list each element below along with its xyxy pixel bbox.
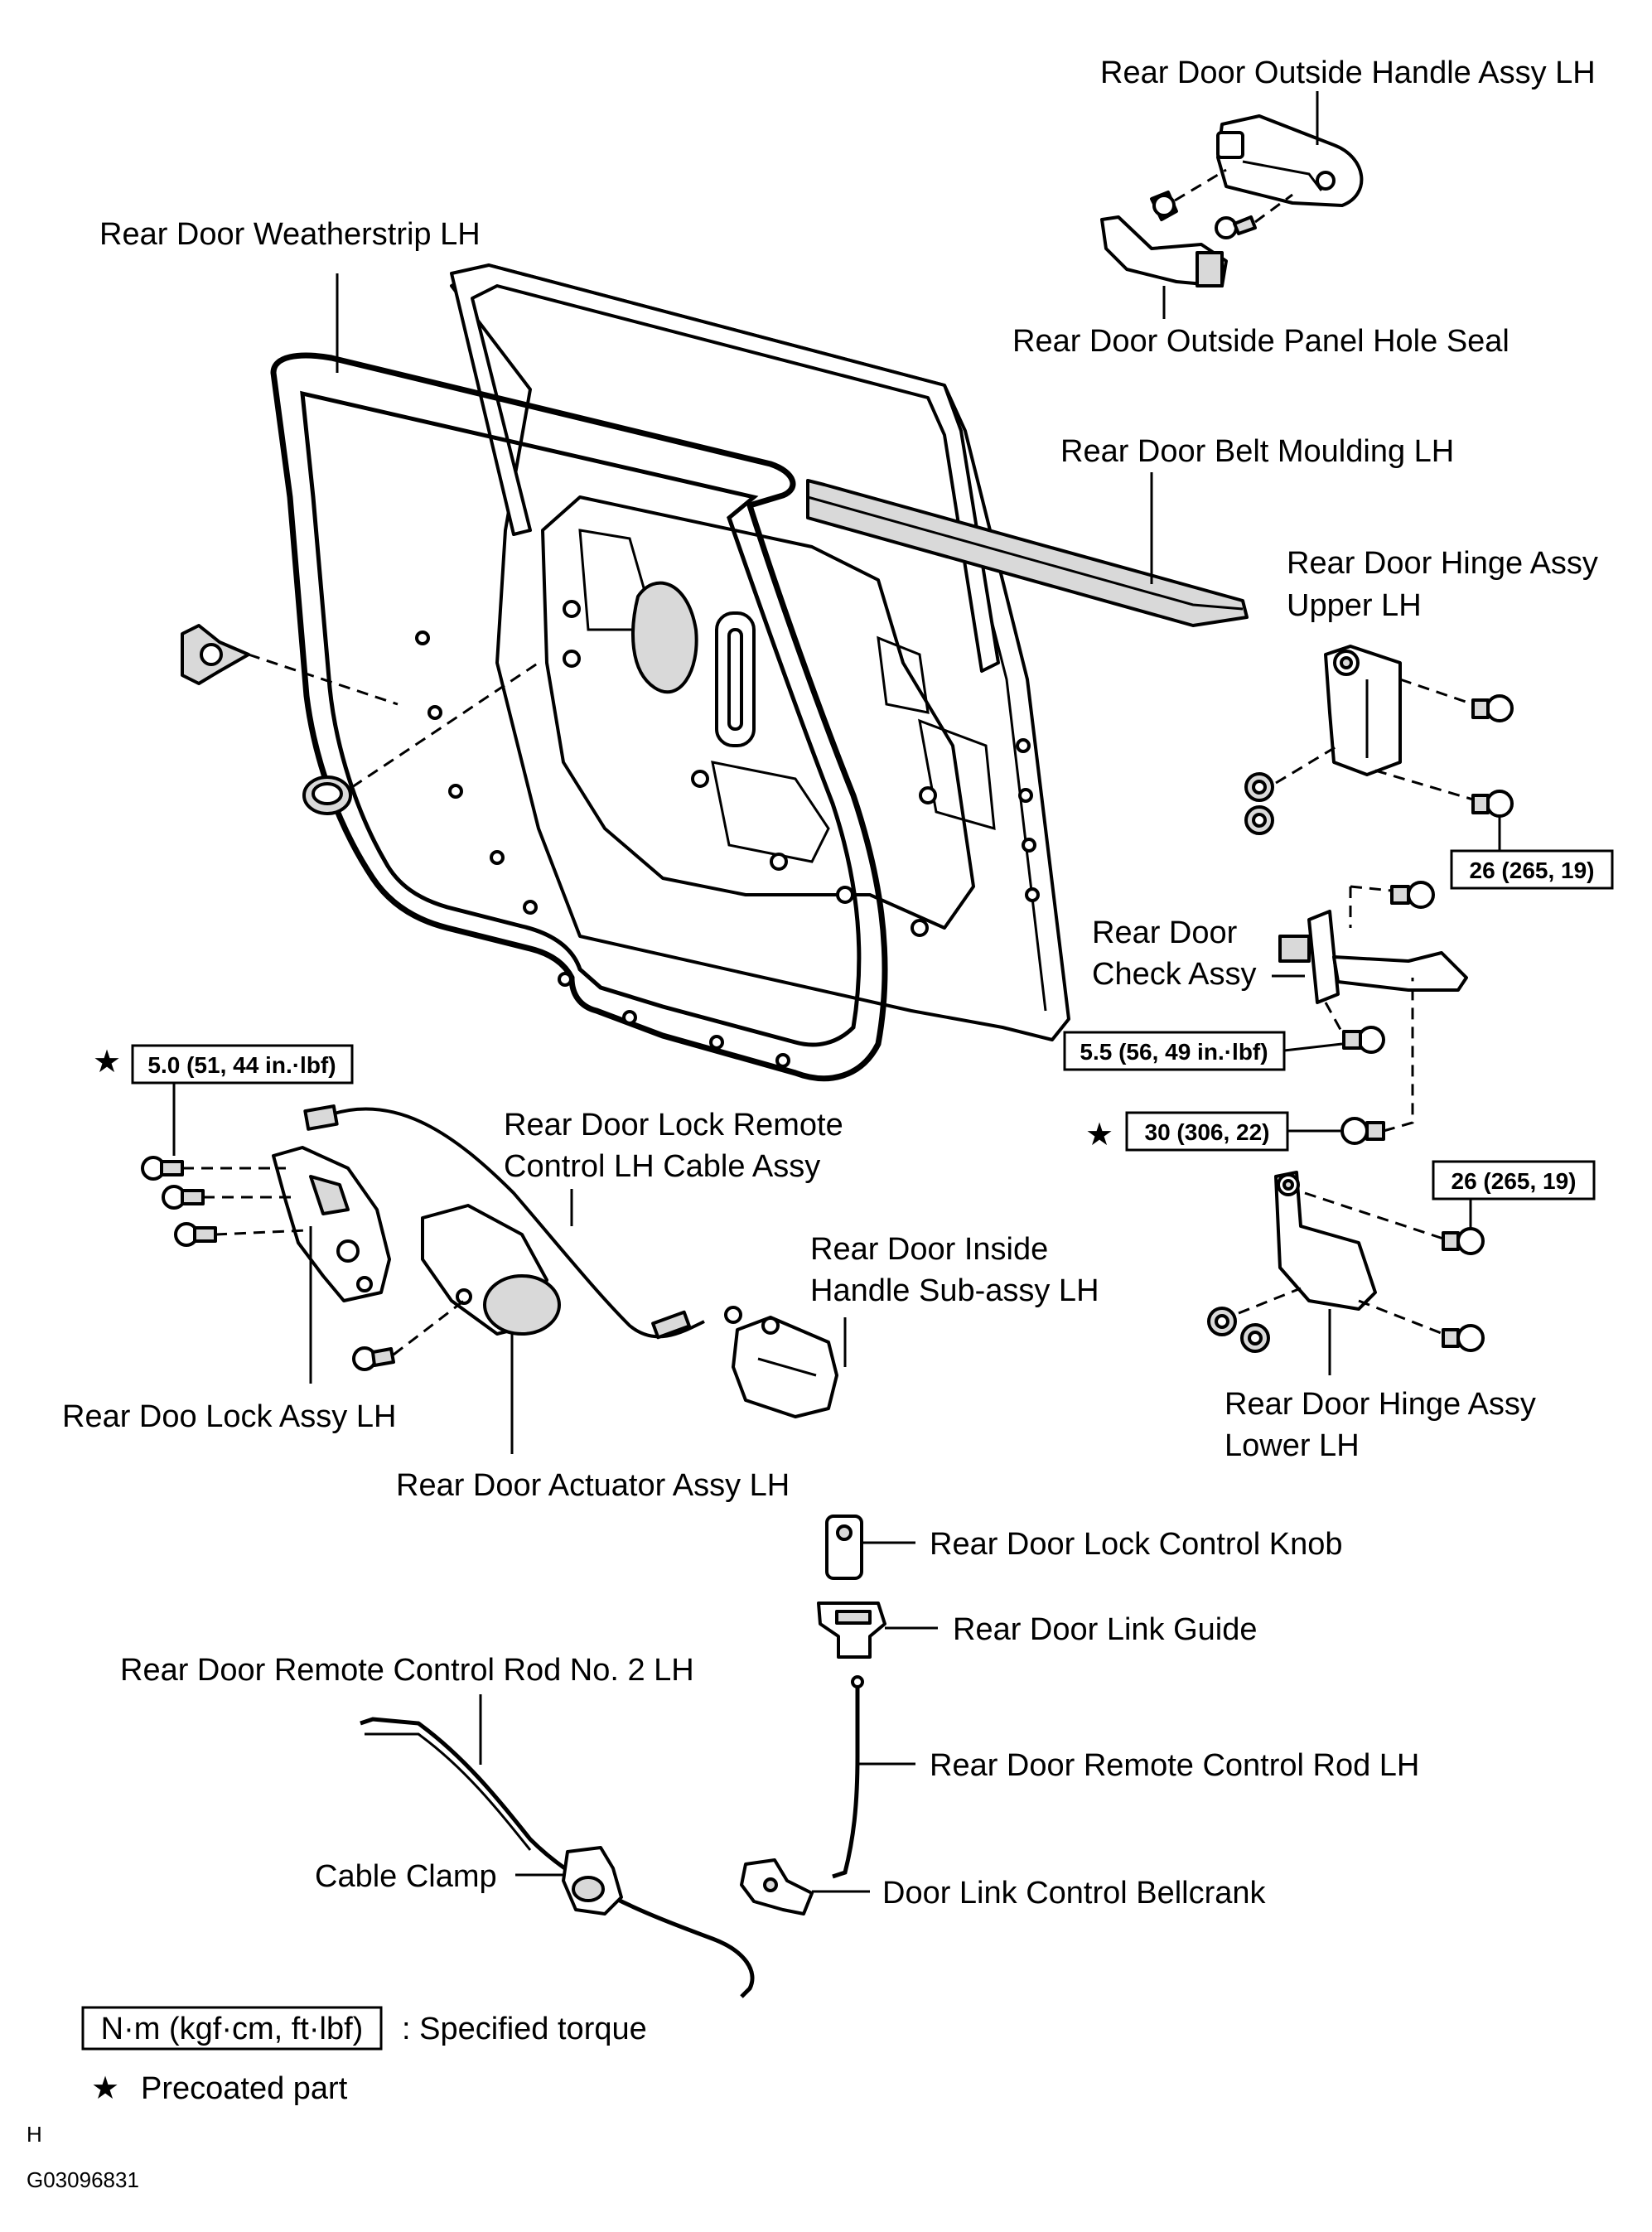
lock-knob-label: Rear Door Lock Control Knob — [930, 1527, 1342, 1562]
check-bolt-3-leader — [1383, 978, 1414, 1133]
lock-cable-label-1: Rear Door Lock Remote — [504, 1108, 843, 1143]
hinge-lower-label-2: Lower LH — [1225, 1428, 1360, 1463]
hinge-upper — [1324, 645, 1402, 776]
hole-plug — [302, 775, 352, 815]
lock-assy-label: Rear Doo Lock Assy LH — [62, 1399, 396, 1434]
door-panel — [450, 263, 1070, 1041]
footer-code: H — [27, 2122, 42, 2147]
handle-bolt-1-leader — [1174, 168, 1227, 202]
check-assy — [1278, 910, 1468, 1004]
check-bolt-1 — [1390, 881, 1435, 909]
legend-unit-box — [81, 2006, 383, 2051]
hinge-lower-nut-1 — [1207, 1307, 1237, 1336]
torque-box-check — [1063, 1031, 1286, 1071]
bellcrank-label: Door Link Control Bellcrank — [882, 1876, 1267, 1911]
bellcrank — [740, 1858, 814, 1916]
torque-hinge-upper: 26 (265, 19) — [1470, 858, 1595, 883]
hinge-lower-bolt-1 — [1442, 1227, 1485, 1255]
lock-screw-leaders — [182, 1167, 307, 1236]
window-frame — [450, 263, 1000, 673]
hinge-upper-bolt-1 — [1471, 694, 1514, 722]
check-label-2: Check Assy — [1092, 957, 1257, 992]
lock-screw-2 — [162, 1185, 205, 1210]
weatherstrip-label: Rear Door Weatherstrip LH — [99, 217, 481, 252]
torque-check-leader — [1283, 1042, 1343, 1052]
torque-box-hinge-lower — [1432, 1160, 1596, 1201]
hinge-upper-bolt-1-leader — [1399, 678, 1474, 706]
weatherstrip-clip — [181, 624, 250, 685]
torque-hinge-lower: 26 (265, 19) — [1452, 1168, 1577, 1194]
torque-box-check-star — [1125, 1111, 1289, 1152]
belt-moulding — [806, 479, 1249, 627]
lock-control-knob — [825, 1515, 863, 1580]
hinge-upper-nut-1 — [1244, 772, 1274, 802]
link-guide-label: Rear Door Link Guide — [953, 1612, 1258, 1647]
inside-handle-label-2: Handle Sub-assy LH — [810, 1273, 1099, 1308]
lock-assy — [272, 1146, 391, 1302]
hinge-lower-label-1: Rear Door Hinge Assy — [1225, 1387, 1536, 1422]
torque-box-hinge-upper — [1450, 849, 1614, 890]
legend-star-desc: Precoated part — [141, 2071, 348, 2106]
actuator-screw-leader — [393, 1299, 465, 1356]
panel-hole-seal — [1100, 215, 1228, 287]
lock-star: ★ — [93, 1045, 121, 1080]
check-bolt-2 — [1342, 1026, 1385, 1054]
hinge-upper-label-1: Rear Door Hinge Assy — [1287, 546, 1598, 581]
rod-2-label: Rear Door Remote Control Rod No. 2 LH — [120, 1653, 694, 1688]
legend-star: ★ — [91, 2071, 119, 2106]
torque-check: 5.5 (56, 49 in.·lbf) — [1080, 1039, 1268, 1065]
check-label-1: Rear Door — [1092, 916, 1238, 950]
actuator-label: Rear Door Actuator Assy LH — [396, 1468, 790, 1503]
clip-leader — [248, 653, 399, 706]
outside-handle — [1216, 114, 1364, 207]
legend-unit-desc: : Specified torque — [402, 2012, 647, 2046]
lock-cable-label-2: Control LH Cable Assy — [504, 1149, 820, 1184]
outside-handle-label: Rear Door Outside Handle Assy LH — [1100, 56, 1596, 90]
cable-clamp — [562, 1846, 623, 1916]
hinge-upper-label-2: Upper LH — [1287, 588, 1422, 623]
lock-screw-3 — [174, 1222, 217, 1247]
handle-bolt-1 — [1150, 191, 1178, 221]
torque-box-lock — [131, 1044, 354, 1085]
link-guide — [817, 1602, 886, 1659]
figure-id: G03096831 — [27, 2167, 139, 2192]
cable-clamp-label: Cable Clamp — [315, 1859, 497, 1894]
check-bolt-3 — [1340, 1117, 1385, 1145]
remote-control-rod-2 — [360, 1717, 755, 1998]
lock-screw-1 — [141, 1156, 184, 1181]
remote-control-rod-label: Rear Door Remote Control Rod LH — [930, 1748, 1419, 1783]
hinge-lower-bolt-1-leader — [1304, 1191, 1444, 1240]
belt-moulding-label: Rear Door Belt Moulding LH — [1060, 434, 1454, 469]
hinge-upper-bolt-2-leader — [1374, 769, 1474, 801]
inside-handle — [732, 1316, 838, 1418]
hinge-lower — [1274, 1171, 1377, 1311]
hinge-lower-nut-leader — [1238, 1287, 1302, 1315]
torque-lock: 5.0 (51, 44 in.·lbf) — [147, 1052, 336, 1078]
remote-control-rod — [832, 1675, 864, 1879]
actuator-screw — [352, 1346, 395, 1371]
check-star: ★ — [1085, 1118, 1113, 1152]
hinge-lower-bolt-2-leader — [1358, 1299, 1444, 1336]
hinge-upper-bolt-2 — [1471, 790, 1514, 818]
panel-hole-seal-label: Rear Door Outside Panel Hole Seal — [1012, 324, 1510, 359]
weatherstrip — [270, 352, 888, 1081]
handle-bolt-2 — [1215, 215, 1257, 239]
check-bolt-2-leader — [1324, 1002, 1345, 1036]
check-bolt-1-leader — [1349, 885, 1393, 928]
hinge-upper-nut-2 — [1244, 805, 1274, 835]
hinge-lower-bolt-2 — [1442, 1324, 1485, 1352]
legend-unit: N·m (kgf·cm, ft·lbf) — [101, 2012, 364, 2046]
lock-cable — [303, 1104, 742, 1340]
torque-check-star: 30 (306, 22) — [1145, 1119, 1270, 1145]
hinge-lower-nut-2 — [1240, 1323, 1270, 1353]
hinge-upper-nut-leader — [1275, 744, 1339, 785]
actuator — [421, 1204, 561, 1336]
inside-handle-label-1: Rear Door Inside — [810, 1232, 1048, 1267]
handle-bolt-2-leader — [1254, 193, 1293, 224]
